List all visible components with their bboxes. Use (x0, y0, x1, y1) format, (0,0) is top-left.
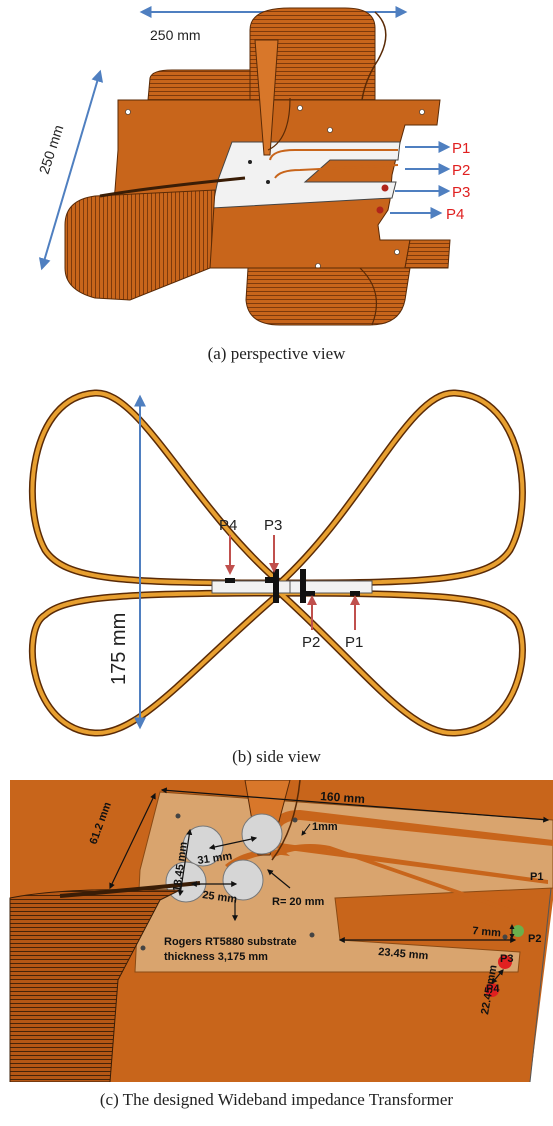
port-label-p1: P1 (530, 871, 543, 883)
dim-160mm: 160 mm (320, 789, 366, 806)
port-label-p1: P1 (345, 634, 363, 651)
figure-c-transformer-detail: 160 mm 61.2 mm 18.45 mm 31 mm 25 mm 1mm … (0, 779, 553, 1083)
dim-31mm: 31 mm (197, 850, 233, 867)
port-label-p4: P4 (446, 206, 464, 223)
dim-25mm: 25 mm (202, 889, 238, 906)
top-loop-cylinder (249, 7, 387, 101)
top-tapered-feed (254, 39, 279, 156)
width-dimension-label: 250 mm (150, 27, 201, 43)
substrate-board (211, 141, 401, 214)
diagonal-dimension-label: 250 mm (36, 123, 67, 176)
port-markers (485, 925, 524, 997)
port-label-p3: P3 (264, 517, 282, 534)
height-dimension-label: 175 mm (108, 613, 130, 685)
caption-a: (a) perspective view (207, 344, 346, 363)
substrate-label-line2: thickness 3,175 mm (164, 951, 268, 963)
bottom-loop-cylinder (245, 267, 411, 326)
figure-a-perspective-view: 250 mm 250 mm (0, 0, 553, 360)
substrate-label-line1: Rogers RT5880 substrate (164, 936, 297, 948)
port-label-p4: P4 (219, 517, 237, 534)
butterfly-loops (28, 389, 526, 737)
dim-r20mm: R= 20 mm (272, 896, 324, 908)
dim-7mm: 7 mm (472, 925, 502, 939)
port-arrows (390, 141, 451, 219)
center-boards (211, 569, 373, 603)
upper-left-loop (147, 69, 251, 101)
diagonal-dimension-arrow (38, 69, 104, 271)
figure-a-drawing: 250 mm 250 mm (36, 6, 470, 326)
port-label-p3: P3 (452, 184, 470, 201)
figure-b-side-view: 175 mm P4 P3 P2 P1 (0, 385, 553, 745)
port-label-p2: P2 (452, 162, 470, 179)
dim-1mm: 1mm (312, 821, 338, 833)
port-label-p1: P1 (452, 140, 470, 157)
port-label-p3: P3 (500, 953, 513, 965)
port-label-p2: P2 (302, 634, 320, 651)
dim-23-45mm: 23.45 mm (378, 946, 429, 962)
port-label-p2: P2 (528, 933, 541, 945)
port-label-p4: P4 (486, 983, 500, 995)
figure-c-drawing: 160 mm 61.2 mm 18.45 mm 31 mm 25 mm 1mm … (9, 779, 553, 1083)
lower-right-loop (404, 239, 451, 269)
figure-b-drawing: 175 mm P4 P3 P2 P1 (28, 389, 526, 737)
caption-c: (c) The designed Wideband impedance Tran… (99, 1090, 454, 1109)
caption-b: (b) side view (232, 747, 321, 766)
left-loop-cylinder (64, 176, 246, 301)
